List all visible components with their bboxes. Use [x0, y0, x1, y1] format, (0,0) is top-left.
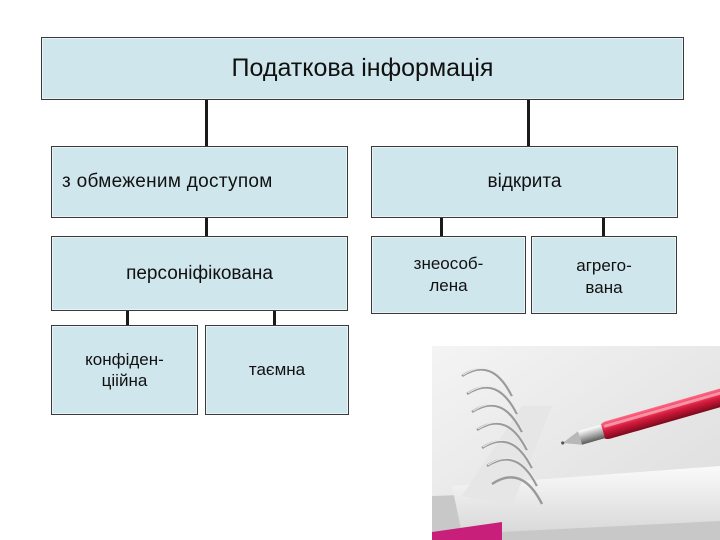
personified-label: персоніфікована: [126, 262, 273, 284]
notebook-pen-icon: [432, 346, 720, 540]
connector-title-restricted: [205, 100, 208, 146]
aggregated-label: агрего- вана: [576, 256, 632, 298]
anonymized-box: знеособ- лена: [371, 236, 526, 314]
secret-box: таємна: [205, 325, 349, 415]
restricted-access-label: з обмеженим доступом: [62, 171, 273, 192]
connector-open-aggregated: [602, 218, 605, 236]
anonymized-label: знеособ- лена: [413, 254, 484, 296]
connector-restricted-personified: [205, 218, 208, 236]
restricted-access-box: з обмеженим доступом: [51, 146, 348, 218]
connector-personified-secret: [273, 311, 276, 325]
connector-personified-confidential: [126, 311, 129, 325]
diagram-title: Податкова інформація: [231, 54, 494, 82]
confidential-label: конфіден- ціійна: [85, 349, 164, 390]
notebook-pen-illustration: [432, 346, 720, 540]
aggregated-box: агрего- вана: [531, 236, 677, 314]
open-info-label: відкрита: [487, 171, 562, 192]
secret-label: таємна: [248, 360, 306, 379]
personified-box: персоніфікована: [51, 236, 348, 311]
confidential-box: конфіден- ціійна: [51, 325, 198, 415]
connector-open-anonymized: [440, 218, 443, 236]
connector-title-open: [527, 100, 530, 146]
open-info-box: відкрита: [371, 146, 678, 218]
diagram-title-box: Податкова інформація: [41, 37, 684, 100]
